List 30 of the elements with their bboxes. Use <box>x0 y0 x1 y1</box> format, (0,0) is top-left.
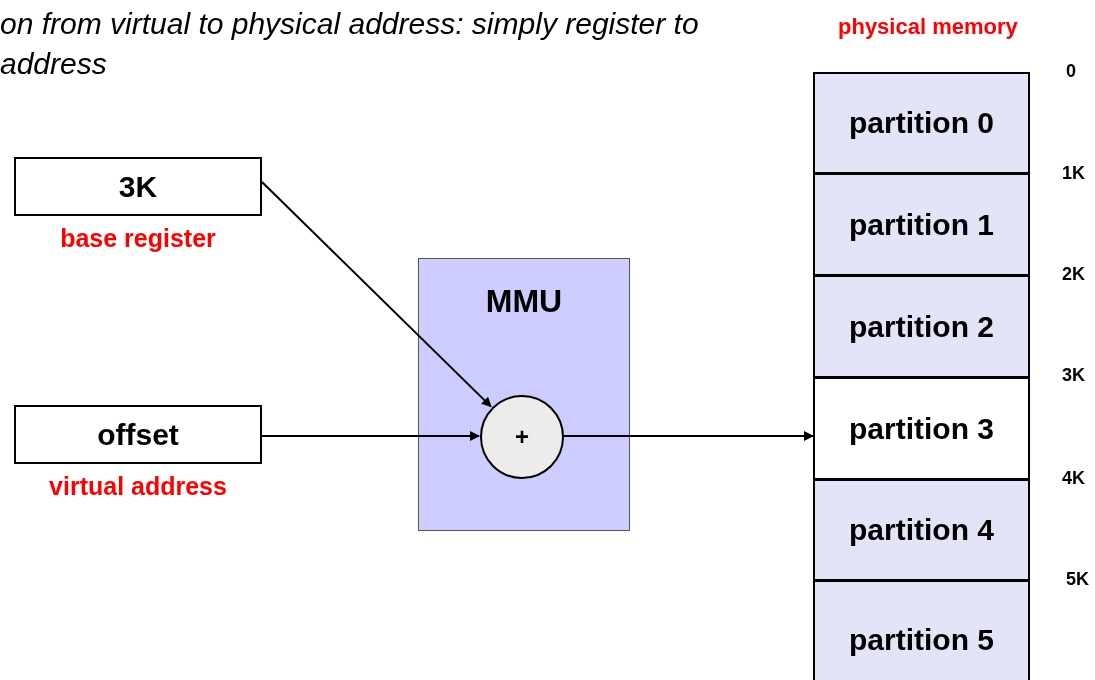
memory-partition <box>813 275 1030 378</box>
memory-partition <box>813 377 1030 480</box>
node-label: + <box>515 425 529 449</box>
address-tick-label: 2K <box>1062 263 1085 286</box>
address-tick-label: 4K <box>1062 467 1085 490</box>
node-label: partition 1 <box>849 209 994 240</box>
node-label: partition 5 <box>849 625 994 655</box>
address-tick-label: 3K <box>1062 364 1085 387</box>
mmu-box <box>418 258 630 531</box>
node-label: offset <box>97 419 179 450</box>
memory-partition <box>813 72 1030 174</box>
memory-partition <box>813 580 1030 680</box>
node-label: partition 0 <box>849 108 994 138</box>
node-label: partition 3 <box>849 413 994 444</box>
node-label: partition 2 <box>849 311 994 342</box>
arrow <box>261 181 492 408</box>
node-label: partition 4 <box>849 515 994 545</box>
arrow <box>562 431 814 441</box>
note-text: on from virtual to physical address: simply register to address <box>0 6 700 82</box>
register-caption: base register <box>59 226 217 251</box>
arrow <box>261 431 480 441</box>
node-label: 3K <box>118 171 158 202</box>
node-label: MMU <box>485 285 563 317</box>
memory-partition <box>813 173 1030 276</box>
address-tick-label: 5K <box>1066 568 1089 591</box>
memory-title: physical memory <box>838 13 1018 41</box>
address-tick-label: 1K <box>1062 162 1085 185</box>
address-tick-label: 0 <box>1066 60 1076 83</box>
memory-partition <box>813 479 1030 581</box>
register-caption: virtual address <box>48 474 228 499</box>
